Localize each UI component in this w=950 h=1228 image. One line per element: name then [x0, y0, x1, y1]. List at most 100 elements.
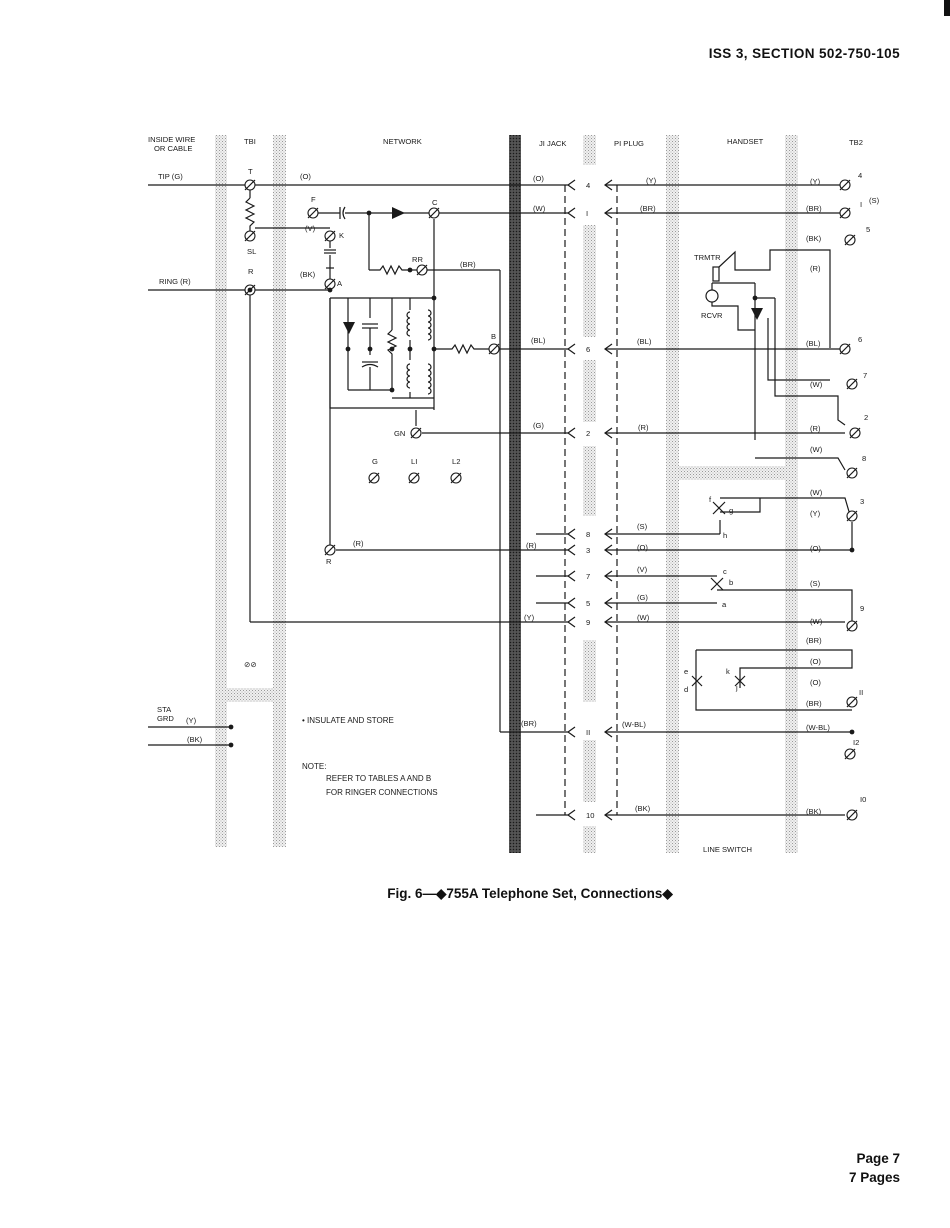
- jack-pin: 2: [566, 427, 613, 439]
- tb2-terminal-number: I0: [860, 795, 866, 804]
- jack-pin-label: 6: [586, 345, 590, 354]
- terminal-tb1-t-icon: [244, 179, 256, 191]
- band-line-switch: [679, 466, 789, 480]
- plug-color-g: (G): [637, 593, 648, 602]
- junction-dot: [431, 346, 437, 352]
- jack-pin: 6: [566, 343, 613, 355]
- tb2-color-o3: (O): [810, 678, 821, 687]
- net-term-gn: GN: [394, 429, 405, 438]
- band-jack-6: [583, 740, 596, 802]
- header-tb1: TBI: [244, 137, 256, 146]
- tb1-spare-terms: ⊘⊘: [244, 660, 257, 669]
- net-term-a: A: [337, 279, 343, 288]
- jack-wire-labels: (O) (W) (BL) (G) (R) (Y) (BR): [521, 174, 546, 728]
- label-line-switch: LINE SWITCH: [703, 845, 752, 854]
- terminal-net-f-icon: [307, 207, 319, 219]
- plug-color-y: (Y): [646, 176, 657, 185]
- tb2-terminal-number: I2: [853, 738, 859, 747]
- label-tip: TIP (G): [158, 172, 183, 181]
- switch-contact-icon: [712, 501, 726, 515]
- notes: • INSULATE AND STORE NOTE: REFER TO TABL…: [302, 716, 438, 797]
- tb2-color-bk1: (BK): [806, 234, 822, 243]
- tb2-terminal-number: 7: [863, 371, 867, 380]
- jack-pin: 10: [566, 809, 613, 821]
- switch-contact-icon: [710, 577, 724, 591]
- switch-c: c: [723, 567, 727, 576]
- terminal-tb2-12-icon: [844, 748, 856, 760]
- junction-dot: [366, 210, 372, 216]
- terminal-net-a-icon: [324, 278, 336, 290]
- tb2-color-w-bl: (W-BL): [806, 723, 830, 732]
- header-inside-wire-2: OR CABLE: [154, 144, 192, 153]
- band-jack-7: [583, 826, 596, 853]
- wire-color-o-tip: (O): [300, 172, 311, 181]
- section-header: ISS 3, SECTION 502-750-105: [708, 46, 900, 61]
- jack-pin-label: I: [586, 209, 588, 218]
- terminal-tb2-2-icon: [849, 427, 861, 439]
- terminals: [228, 179, 861, 821]
- left-labels: TIP (G) RING (R) STA GRD (Y) (BK): [157, 172, 203, 744]
- net-term-f: F: [311, 195, 316, 204]
- switch-e: e: [684, 667, 688, 676]
- header-p1-plug: PI PLUG: [614, 139, 644, 148]
- band-jack-3: [583, 360, 596, 422]
- note-title: NOTE:: [302, 762, 326, 771]
- handset-wiring: [605, 184, 853, 816]
- tb2-terminal-number: 5: [866, 225, 870, 234]
- tb2-color-w1: (W): [810, 380, 823, 389]
- terminal-tb2-6-icon: [839, 343, 851, 355]
- band-jack-2: [583, 225, 596, 337]
- tb2-color-o2: (O): [810, 657, 821, 666]
- band-jack-5: [583, 640, 596, 702]
- jack-color-w: (W): [533, 204, 546, 213]
- junction-dot: [752, 295, 758, 301]
- junction-dot: [345, 346, 351, 352]
- tb2-color-s2: (S): [810, 579, 821, 588]
- tb2-terminal-number: 8: [862, 454, 866, 463]
- wire-color-bk-grd: (BK): [187, 735, 203, 744]
- junction-dot: [228, 742, 234, 748]
- handset-labels: TRMTR RCVR LINE SWITCH f g h c b a e d k…: [684, 253, 752, 854]
- switch-contact-icon: [734, 675, 746, 687]
- tb2-color-br2: (BR): [806, 636, 822, 645]
- wire-color-v: (V): [305, 224, 316, 233]
- jack-pin: I: [566, 207, 613, 219]
- header-network: NETWORK: [383, 137, 422, 146]
- tb2-color-w4: (W): [810, 617, 823, 626]
- tb2-color-s1: (S): [869, 196, 880, 205]
- tb2-color-r2: (R): [810, 424, 821, 433]
- tb2-terminal-number: 4: [858, 171, 862, 180]
- terminal-tb2-9-icon: [846, 620, 858, 632]
- terminal-tb2-1-icon: [839, 207, 851, 219]
- jack-pin-label: 9: [586, 618, 590, 627]
- tb2-terminal-number: I: [860, 200, 862, 209]
- terminal-tb2-3-icon: [846, 510, 858, 522]
- tb1-term-t: T: [248, 167, 253, 176]
- terminal-net-b-icon: [488, 343, 500, 355]
- switch-k: k: [726, 667, 730, 676]
- band-grd-bridge: [227, 688, 275, 702]
- switch-contact-icon: [691, 675, 703, 687]
- jack-pin: 3: [566, 544, 613, 556]
- switch-a: a: [722, 600, 727, 609]
- net-term-g: G: [372, 457, 378, 466]
- plug-color-r: (R): [638, 423, 649, 432]
- tb2-color-bk2: (BK): [806, 807, 822, 816]
- header-tb2: TB2: [849, 138, 863, 147]
- net-term-b: B: [491, 332, 496, 341]
- switch-d: d: [684, 685, 688, 694]
- header-handset: HANDSET: [727, 137, 764, 146]
- tb2-terminal-number: 9: [860, 604, 864, 613]
- jack-pin-label: 4: [586, 181, 590, 190]
- tb2-terminal-number: 2: [864, 413, 868, 422]
- header-j1-jack: JI JACK: [539, 139, 566, 148]
- junction-dot: [327, 287, 333, 293]
- label-grd: GRD: [157, 714, 174, 723]
- terminal-net-l1-icon: [408, 472, 420, 484]
- jack-pin: 4: [566, 179, 613, 191]
- tb2-terminal-number: 6: [858, 335, 862, 344]
- net-term-k: K: [339, 231, 344, 240]
- jack-pin: 7: [566, 570, 613, 582]
